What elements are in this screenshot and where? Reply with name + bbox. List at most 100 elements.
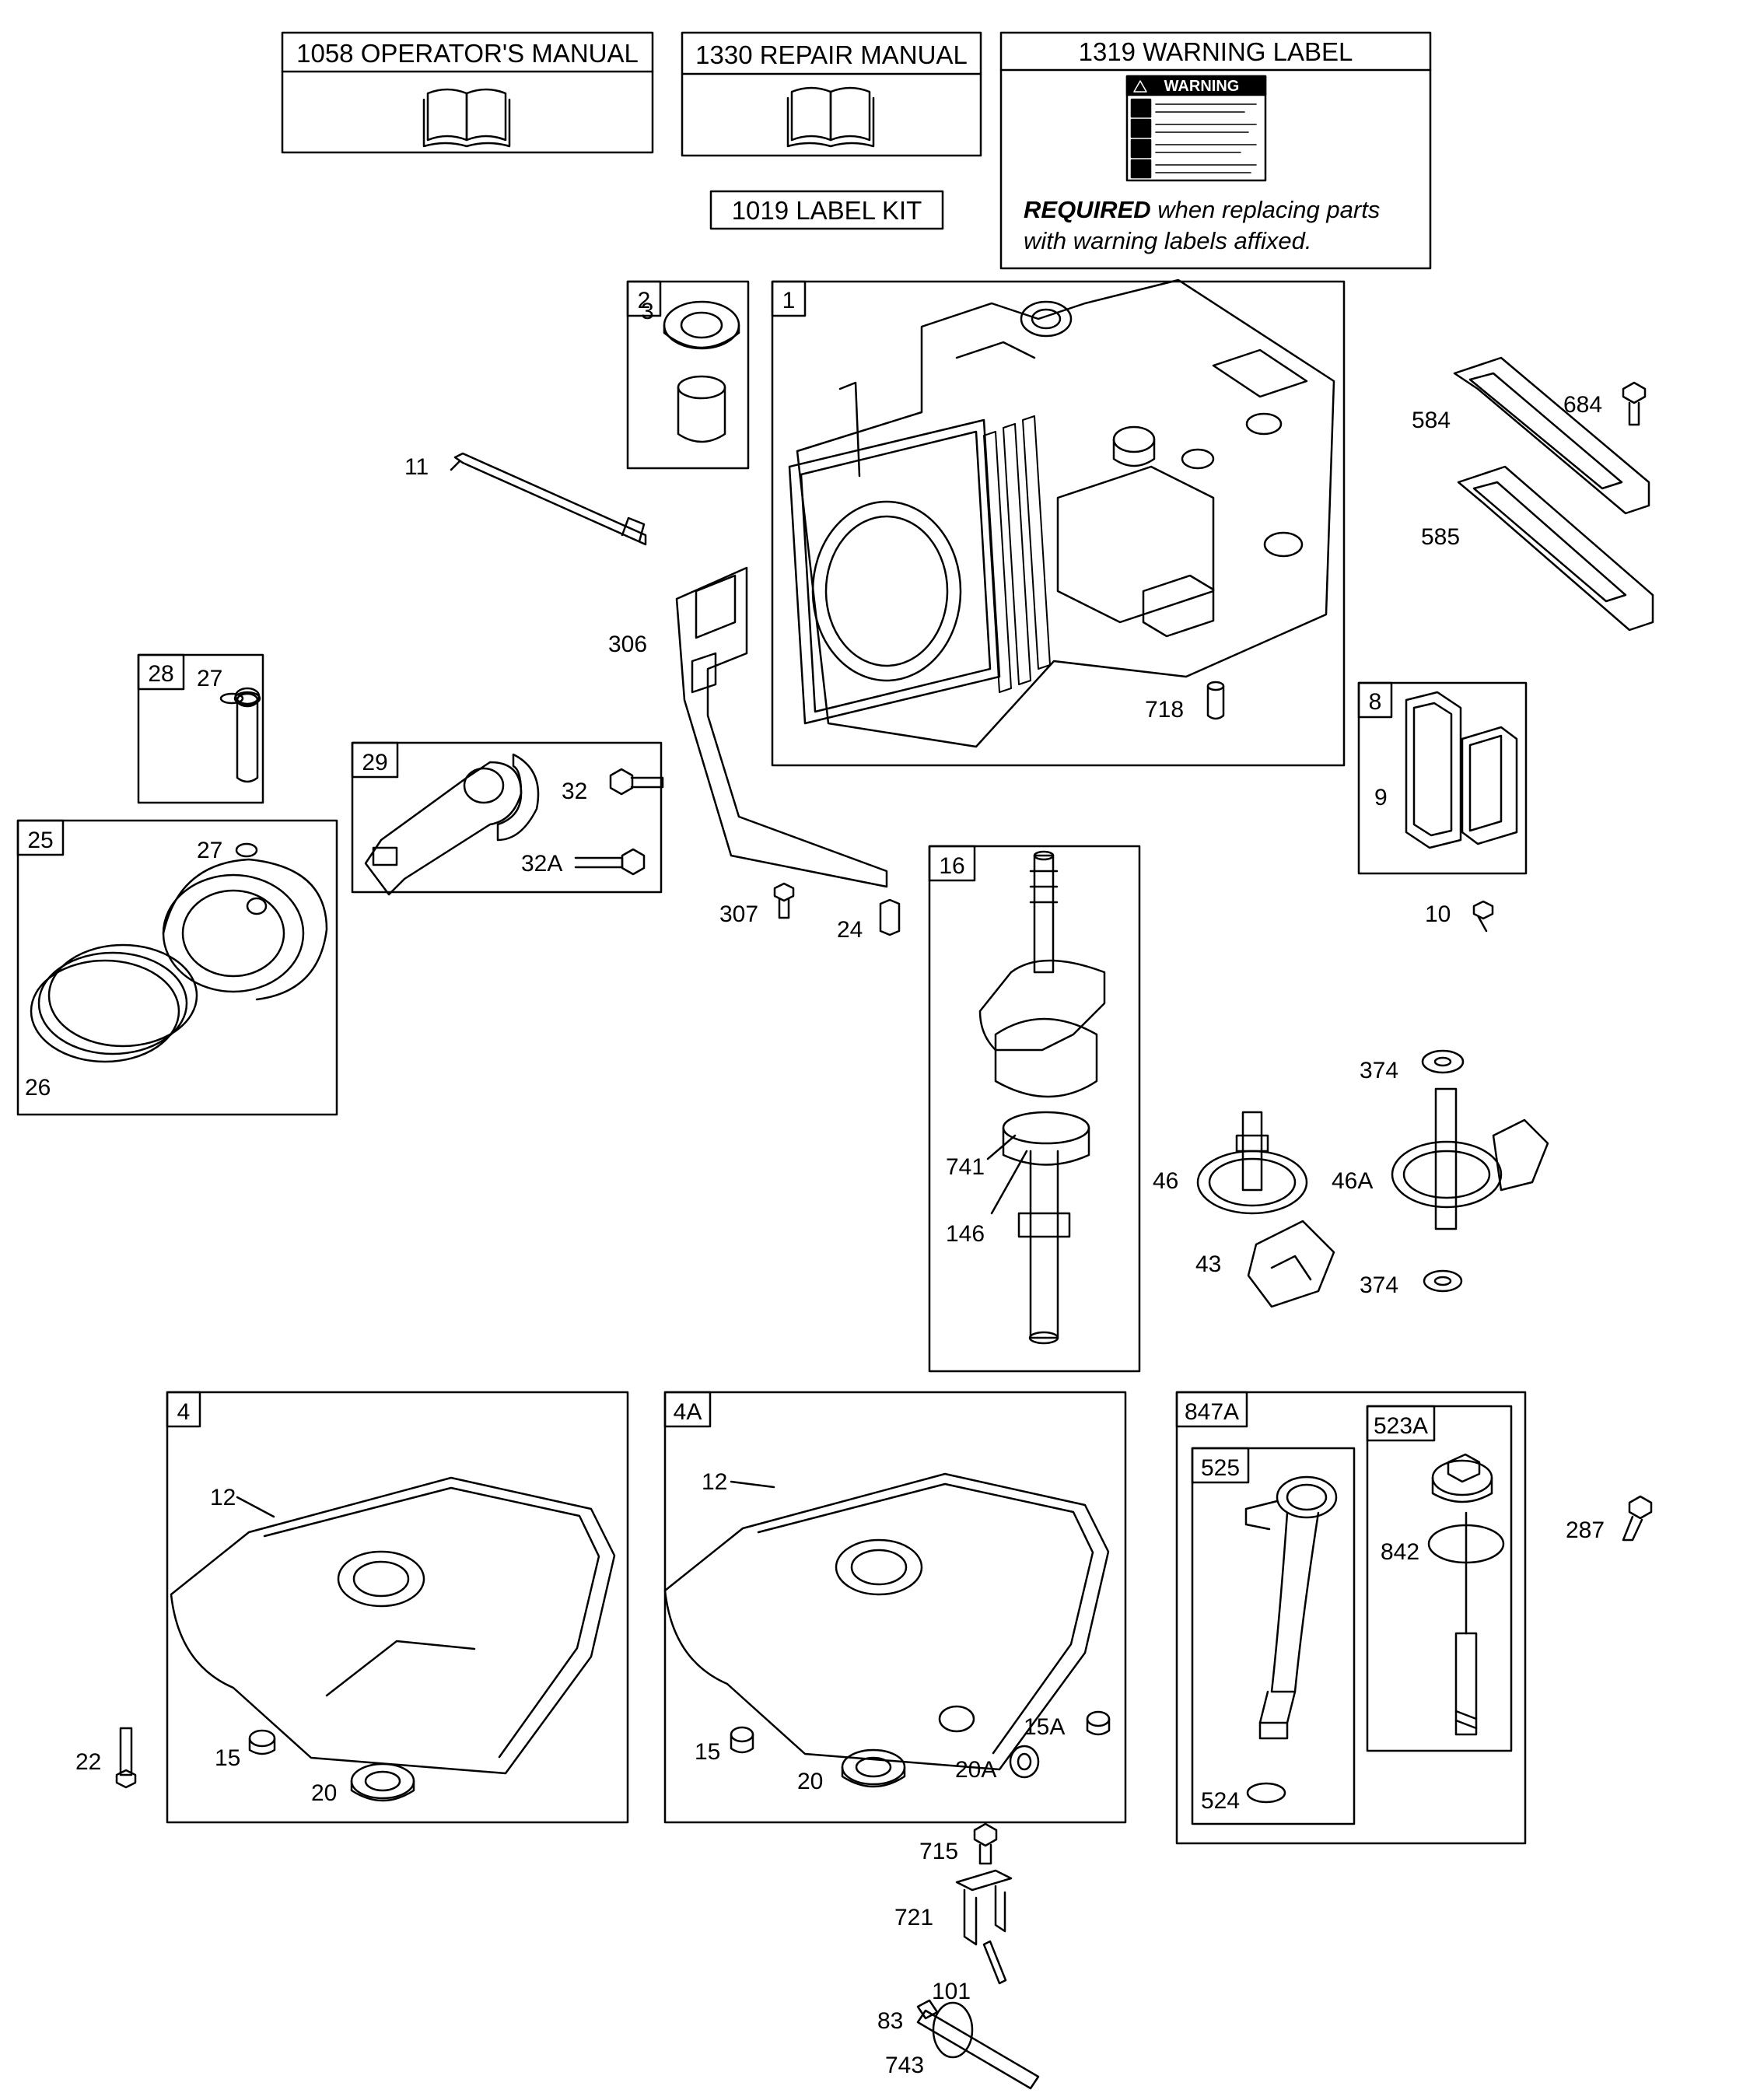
part-box-525[interactable]: 525 bbox=[1191, 1447, 1356, 1825]
warning-required-line1: REQUIRED when replacing parts bbox=[1024, 196, 1380, 223]
box-number: 25 bbox=[27, 828, 53, 853]
part-label-20: 20 bbox=[311, 1780, 337, 1806]
part-label-24: 24 bbox=[837, 917, 863, 943]
part-label-715: 715 bbox=[919, 1839, 958, 1864]
part-label-12: 12 bbox=[702, 1469, 727, 1495]
box-number: 29 bbox=[362, 750, 387, 775]
leader-12 bbox=[730, 1480, 775, 1489]
part-label-15: 15 bbox=[215, 1745, 240, 1771]
book-icon bbox=[786, 86, 875, 148]
box-number: 8 bbox=[1369, 689, 1382, 715]
plug-15-drawing bbox=[730, 1726, 754, 1754]
bracket-721-drawing[interactable] bbox=[955, 1869, 1013, 1946]
part-label-3: 3 bbox=[641, 299, 654, 324]
part-label-9: 9 bbox=[1374, 785, 1388, 810]
part-label-27: 27 bbox=[197, 666, 222, 691]
gasket-585-drawing[interactable] bbox=[1457, 465, 1654, 632]
leader-146 bbox=[990, 1150, 1028, 1215]
key-24-drawing[interactable] bbox=[879, 898, 901, 936]
screw-287-drawing[interactable] bbox=[1622, 1495, 1653, 1542]
baffle-306-drawing[interactable] bbox=[675, 566, 888, 888]
breather-cover-drawing bbox=[1461, 726, 1518, 845]
plug-15-drawing bbox=[248, 1729, 276, 1755]
plug-15A-drawing bbox=[1086, 1710, 1111, 1736]
part-label-146: 146 bbox=[946, 1221, 985, 1247]
part-label-20: 20 bbox=[797, 1769, 823, 1794]
part-label-22: 22 bbox=[75, 1749, 101, 1775]
washer-374-bottom[interactable] bbox=[1423, 1269, 1463, 1293]
part-box-29[interactable]: 29 bbox=[351, 741, 664, 896]
box-number: 16 bbox=[939, 853, 964, 879]
box-number: 1 bbox=[782, 288, 796, 313]
part-box-2[interactable]: 2 bbox=[626, 280, 750, 470]
part-label-374: 374 bbox=[1360, 1058, 1398, 1083]
screw-32A-drawing bbox=[574, 848, 646, 876]
part-box-4[interactable]: 4 bbox=[166, 1391, 629, 1824]
part-label-306: 306 bbox=[608, 632, 647, 657]
warning-sticker-image: WARNING bbox=[1125, 75, 1267, 182]
cylinder-block-drawing bbox=[788, 278, 1335, 748]
part-box-25[interactable]: 25 bbox=[16, 819, 338, 1116]
part-box-1[interactable]: 1 bbox=[771, 278, 1346, 767]
warning-label-title: 1319 WARNING LABEL bbox=[1079, 37, 1353, 66]
governor-43-drawing[interactable] bbox=[1247, 1220, 1335, 1308]
box-number: 523A bbox=[1374, 1413, 1428, 1439]
o-ring-524-drawing bbox=[1246, 1782, 1286, 1804]
box-number: 2 bbox=[638, 288, 651, 313]
part-label-743: 743 bbox=[885, 2053, 924, 2078]
pin-drawing bbox=[236, 692, 259, 783]
piston-rings-drawing bbox=[30, 943, 198, 1063]
screw-684-drawing[interactable] bbox=[1622, 381, 1647, 426]
part-box-28[interactable]: 28 bbox=[137, 653, 264, 804]
gasket-584-drawing[interactable] bbox=[1453, 356, 1650, 515]
washer-374-top[interactable] bbox=[1421, 1049, 1465, 1074]
warning-label-box[interactable]: 1319 WARNING LABEL WARNING REQUIRED when… bbox=[999, 31, 1432, 270]
leader-741 bbox=[986, 1134, 1017, 1160]
operators-manual-box[interactable]: 1058 OPERATOR'S MANUAL bbox=[281, 31, 654, 154]
piston-drawing bbox=[162, 858, 328, 1001]
part-box-847A[interactable]: 847A bbox=[1175, 1391, 1527, 1845]
part-label-26: 26 bbox=[25, 1075, 51, 1101]
camshaft-46A-drawing[interactable] bbox=[1391, 1087, 1549, 1230]
label-kit-title: 1019 LABEL KIT bbox=[732, 196, 922, 225]
part-label-43: 43 bbox=[1195, 1251, 1221, 1277]
camshaft-46-drawing[interactable] bbox=[1196, 1111, 1308, 1215]
warning-required-line2: with warning labels affixed. bbox=[1024, 227, 1311, 254]
governor-shaft-drawing[interactable] bbox=[916, 1999, 1040, 2090]
book-icon bbox=[422, 88, 511, 148]
part-label-101: 101 bbox=[932, 1979, 971, 2004]
part-label-27: 27 bbox=[197, 838, 222, 863]
box-number: 28 bbox=[148, 661, 173, 687]
box-number: 847A bbox=[1185, 1399, 1239, 1425]
part-label-10: 10 bbox=[1425, 901, 1451, 927]
connecting-rod-drawing bbox=[364, 753, 540, 896]
repair-manual-box[interactable]: 1330 REPAIR MANUAL bbox=[681, 31, 982, 157]
screw-32-drawing bbox=[609, 768, 664, 796]
breather-tube-drawing[interactable] bbox=[450, 452, 647, 546]
box-number: 4A bbox=[674, 1399, 702, 1425]
part-label-684: 684 bbox=[1563, 392, 1602, 418]
part-label-15: 15 bbox=[695, 1739, 720, 1765]
breather-gasket-drawing bbox=[1405, 691, 1462, 849]
part-label-584: 584 bbox=[1412, 408, 1451, 433]
dipstick-tube-drawing bbox=[1244, 1475, 1338, 1740]
sump-4A-drawing bbox=[663, 1472, 1110, 1771]
screw-307-drawing[interactable] bbox=[773, 882, 795, 919]
dipstick-blade-drawing bbox=[1454, 1511, 1478, 1736]
label-kit-box[interactable]: 1019 LABEL KIT bbox=[709, 190, 944, 230]
part-label-32A: 32A bbox=[521, 851, 562, 877]
screw-715-drawing[interactable] bbox=[973, 1822, 998, 1865]
screw-22-drawing[interactable] bbox=[115, 1727, 137, 1789]
pin-101-drawing[interactable] bbox=[982, 1940, 1007, 1985]
part-box-523A[interactable]: 523A bbox=[1366, 1405, 1513, 1752]
piston-pin-drawing bbox=[219, 687, 261, 706]
part-label-721: 721 bbox=[894, 1905, 933, 1930]
part-box-16[interactable]: 16 bbox=[928, 845, 1141, 1373]
screw-10-drawing[interactable] bbox=[1472, 900, 1494, 933]
part-label-585: 585 bbox=[1421, 524, 1460, 550]
part-box-8[interactable]: 8 bbox=[1357, 681, 1528, 875]
part-label-307: 307 bbox=[719, 901, 758, 927]
part-box-4A[interactable]: 4A bbox=[663, 1391, 1127, 1824]
part-label-20A: 20A bbox=[955, 1757, 996, 1783]
